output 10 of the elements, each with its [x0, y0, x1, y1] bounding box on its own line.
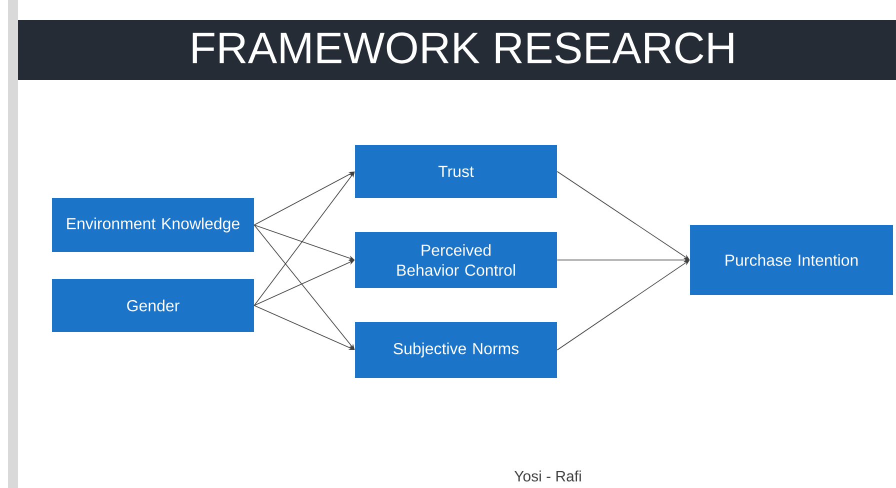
process-box: Subjective Norms: [355, 322, 557, 378]
arrow: [254, 224, 355, 350]
process-box: Purchase Intention: [690, 225, 893, 295]
process-box: Perceived Behavior Control: [355, 232, 557, 288]
arrow: [254, 172, 355, 306]
process-box: Environment Knowledge: [52, 198, 254, 252]
process-box: Gender: [52, 279, 254, 332]
title-banner: FRAMEWORK RESEARCH: [18, 20, 896, 80]
author-note: Yosi - Rafi: [514, 470, 581, 482]
process-box: Trust: [355, 145, 557, 198]
